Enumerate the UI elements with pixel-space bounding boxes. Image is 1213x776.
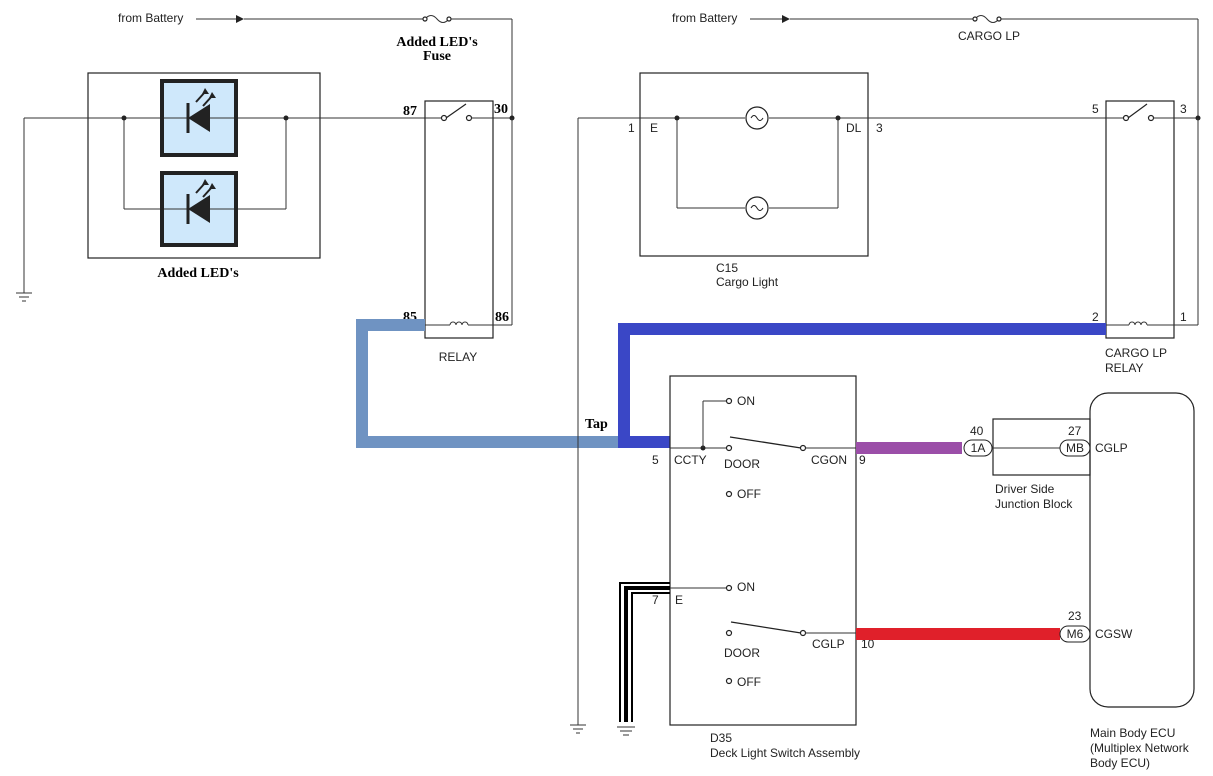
cargo-relay-label-1: CARGO LP bbox=[1105, 346, 1167, 360]
d35-ground-wire bbox=[624, 586, 670, 722]
main-body-ecu-box bbox=[1089, 392, 1195, 708]
d35-ground-wire-inner bbox=[631, 592, 670, 722]
d35-ground-wire-outer bbox=[619, 582, 670, 722]
jb-pin-cglp: CGLP bbox=[1095, 441, 1128, 455]
c15-pin-dl: DL bbox=[846, 121, 862, 135]
d35-pin-9: 9 bbox=[859, 453, 866, 467]
ground-icon bbox=[16, 292, 32, 302]
led-icon bbox=[160, 171, 238, 247]
lamp-icon bbox=[745, 196, 769, 220]
upper-door-label: DOOR bbox=[724, 457, 760, 471]
c15-pin-e: E bbox=[650, 121, 658, 135]
cargo-relay-trigger-wire bbox=[618, 323, 1106, 448]
d35-pin-7: 7 bbox=[652, 593, 659, 607]
switch-terminal bbox=[725, 397, 733, 405]
c15-pin-3: 3 bbox=[876, 121, 883, 135]
tap-label: Tap bbox=[585, 417, 608, 432]
lower-off-label: OFF bbox=[737, 675, 761, 689]
d35-pin-ccty: CCTY bbox=[674, 453, 707, 467]
lower-switch-arm bbox=[730, 621, 802, 634]
d35-pin-cglp: CGLP bbox=[812, 637, 845, 651]
ecu-pin-cgsw: CGSW bbox=[1095, 627, 1133, 641]
ecu-label-2: (Multiplex Network bbox=[1090, 741, 1190, 755]
led-icon bbox=[160, 79, 238, 157]
jb-pin-27: 27 bbox=[1068, 424, 1082, 438]
ecu-pin-m6: M6 bbox=[1067, 627, 1084, 641]
cargo-relay-pin-5: 5 bbox=[1092, 102, 1099, 116]
jb-pin-40: 40 bbox=[970, 424, 984, 438]
c15-code-label: C15 bbox=[716, 261, 738, 275]
d35-switch-box bbox=[669, 375, 857, 726]
c15-pin-1: 1 bbox=[628, 121, 635, 135]
cargo-relay-pin-2: 2 bbox=[1092, 310, 1099, 324]
d35-pin-10: 10 bbox=[861, 637, 875, 651]
relay-pin-87: 87 bbox=[403, 104, 417, 119]
relay-box bbox=[424, 100, 494, 339]
c15-name-label: Cargo Light bbox=[716, 275, 779, 289]
added-fuse-label-1: Added LED's bbox=[396, 35, 478, 50]
ecu-label-1: Main Body ECU bbox=[1090, 726, 1175, 740]
d35-name-label: Deck Light Switch Assembly bbox=[710, 746, 860, 760]
cargo-relay-pin-3: 3 bbox=[1180, 102, 1187, 116]
lower-door-label: DOOR bbox=[724, 646, 760, 660]
arrow-icon bbox=[236, 15, 244, 23]
from-battery-right-label: from Battery bbox=[672, 11, 737, 25]
relay-pin-30: 30 bbox=[494, 102, 508, 117]
cargo-lp-fuse-label: CARGO LP bbox=[958, 29, 1020, 43]
cargo-relay-label-2: RELAY bbox=[1105, 361, 1143, 375]
relay-label: RELAY bbox=[439, 350, 477, 364]
d35-pin-5: 5 bbox=[652, 453, 659, 467]
added-leds-box bbox=[87, 72, 321, 259]
c15-cargo-light-box bbox=[639, 72, 869, 257]
lamp-icon bbox=[745, 106, 769, 130]
fuse-icon bbox=[424, 15, 450, 23]
ecu-pin-23: 23 bbox=[1068, 609, 1082, 623]
coil-icon bbox=[1128, 321, 1148, 326]
cargo-relay-pin-1: 1 bbox=[1180, 310, 1187, 324]
d35-pin-cgon: CGON bbox=[811, 453, 847, 467]
upper-off-label: OFF bbox=[737, 487, 761, 501]
d35-pin-e: E bbox=[675, 593, 683, 607]
added-leds-label: Added LED's bbox=[157, 266, 239, 281]
ground-icon bbox=[617, 726, 635, 736]
relay-pin-86: 86 bbox=[495, 310, 509, 325]
jb-pin-1a: 1A bbox=[971, 441, 986, 455]
jb-pin-mb: MB bbox=[1066, 441, 1084, 455]
fuse-icon bbox=[974, 15, 1000, 23]
added-relay-trigger-wire bbox=[356, 319, 670, 448]
upper-switch-arm bbox=[729, 436, 802, 449]
lower-on-label: ON bbox=[737, 580, 755, 594]
cargo-relay-contact bbox=[1127, 103, 1148, 119]
cargo-lp-relay-box bbox=[1105, 100, 1175, 339]
coil-icon bbox=[449, 321, 469, 326]
upper-on-label: ON bbox=[737, 394, 755, 408]
ecu-label-3: Body ECU) bbox=[1090, 756, 1150, 770]
relay-contact bbox=[445, 103, 467, 119]
ground-icon bbox=[570, 724, 586, 734]
junction-label-2: Junction Block bbox=[995, 497, 1073, 511]
d35-code-label: D35 bbox=[710, 731, 732, 745]
added-fuse-label-2: Fuse bbox=[423, 49, 451, 64]
arrow-icon bbox=[782, 15, 790, 23]
from-battery-left-label: from Battery bbox=[118, 11, 183, 25]
junction-label-1: Driver Side bbox=[995, 482, 1055, 496]
